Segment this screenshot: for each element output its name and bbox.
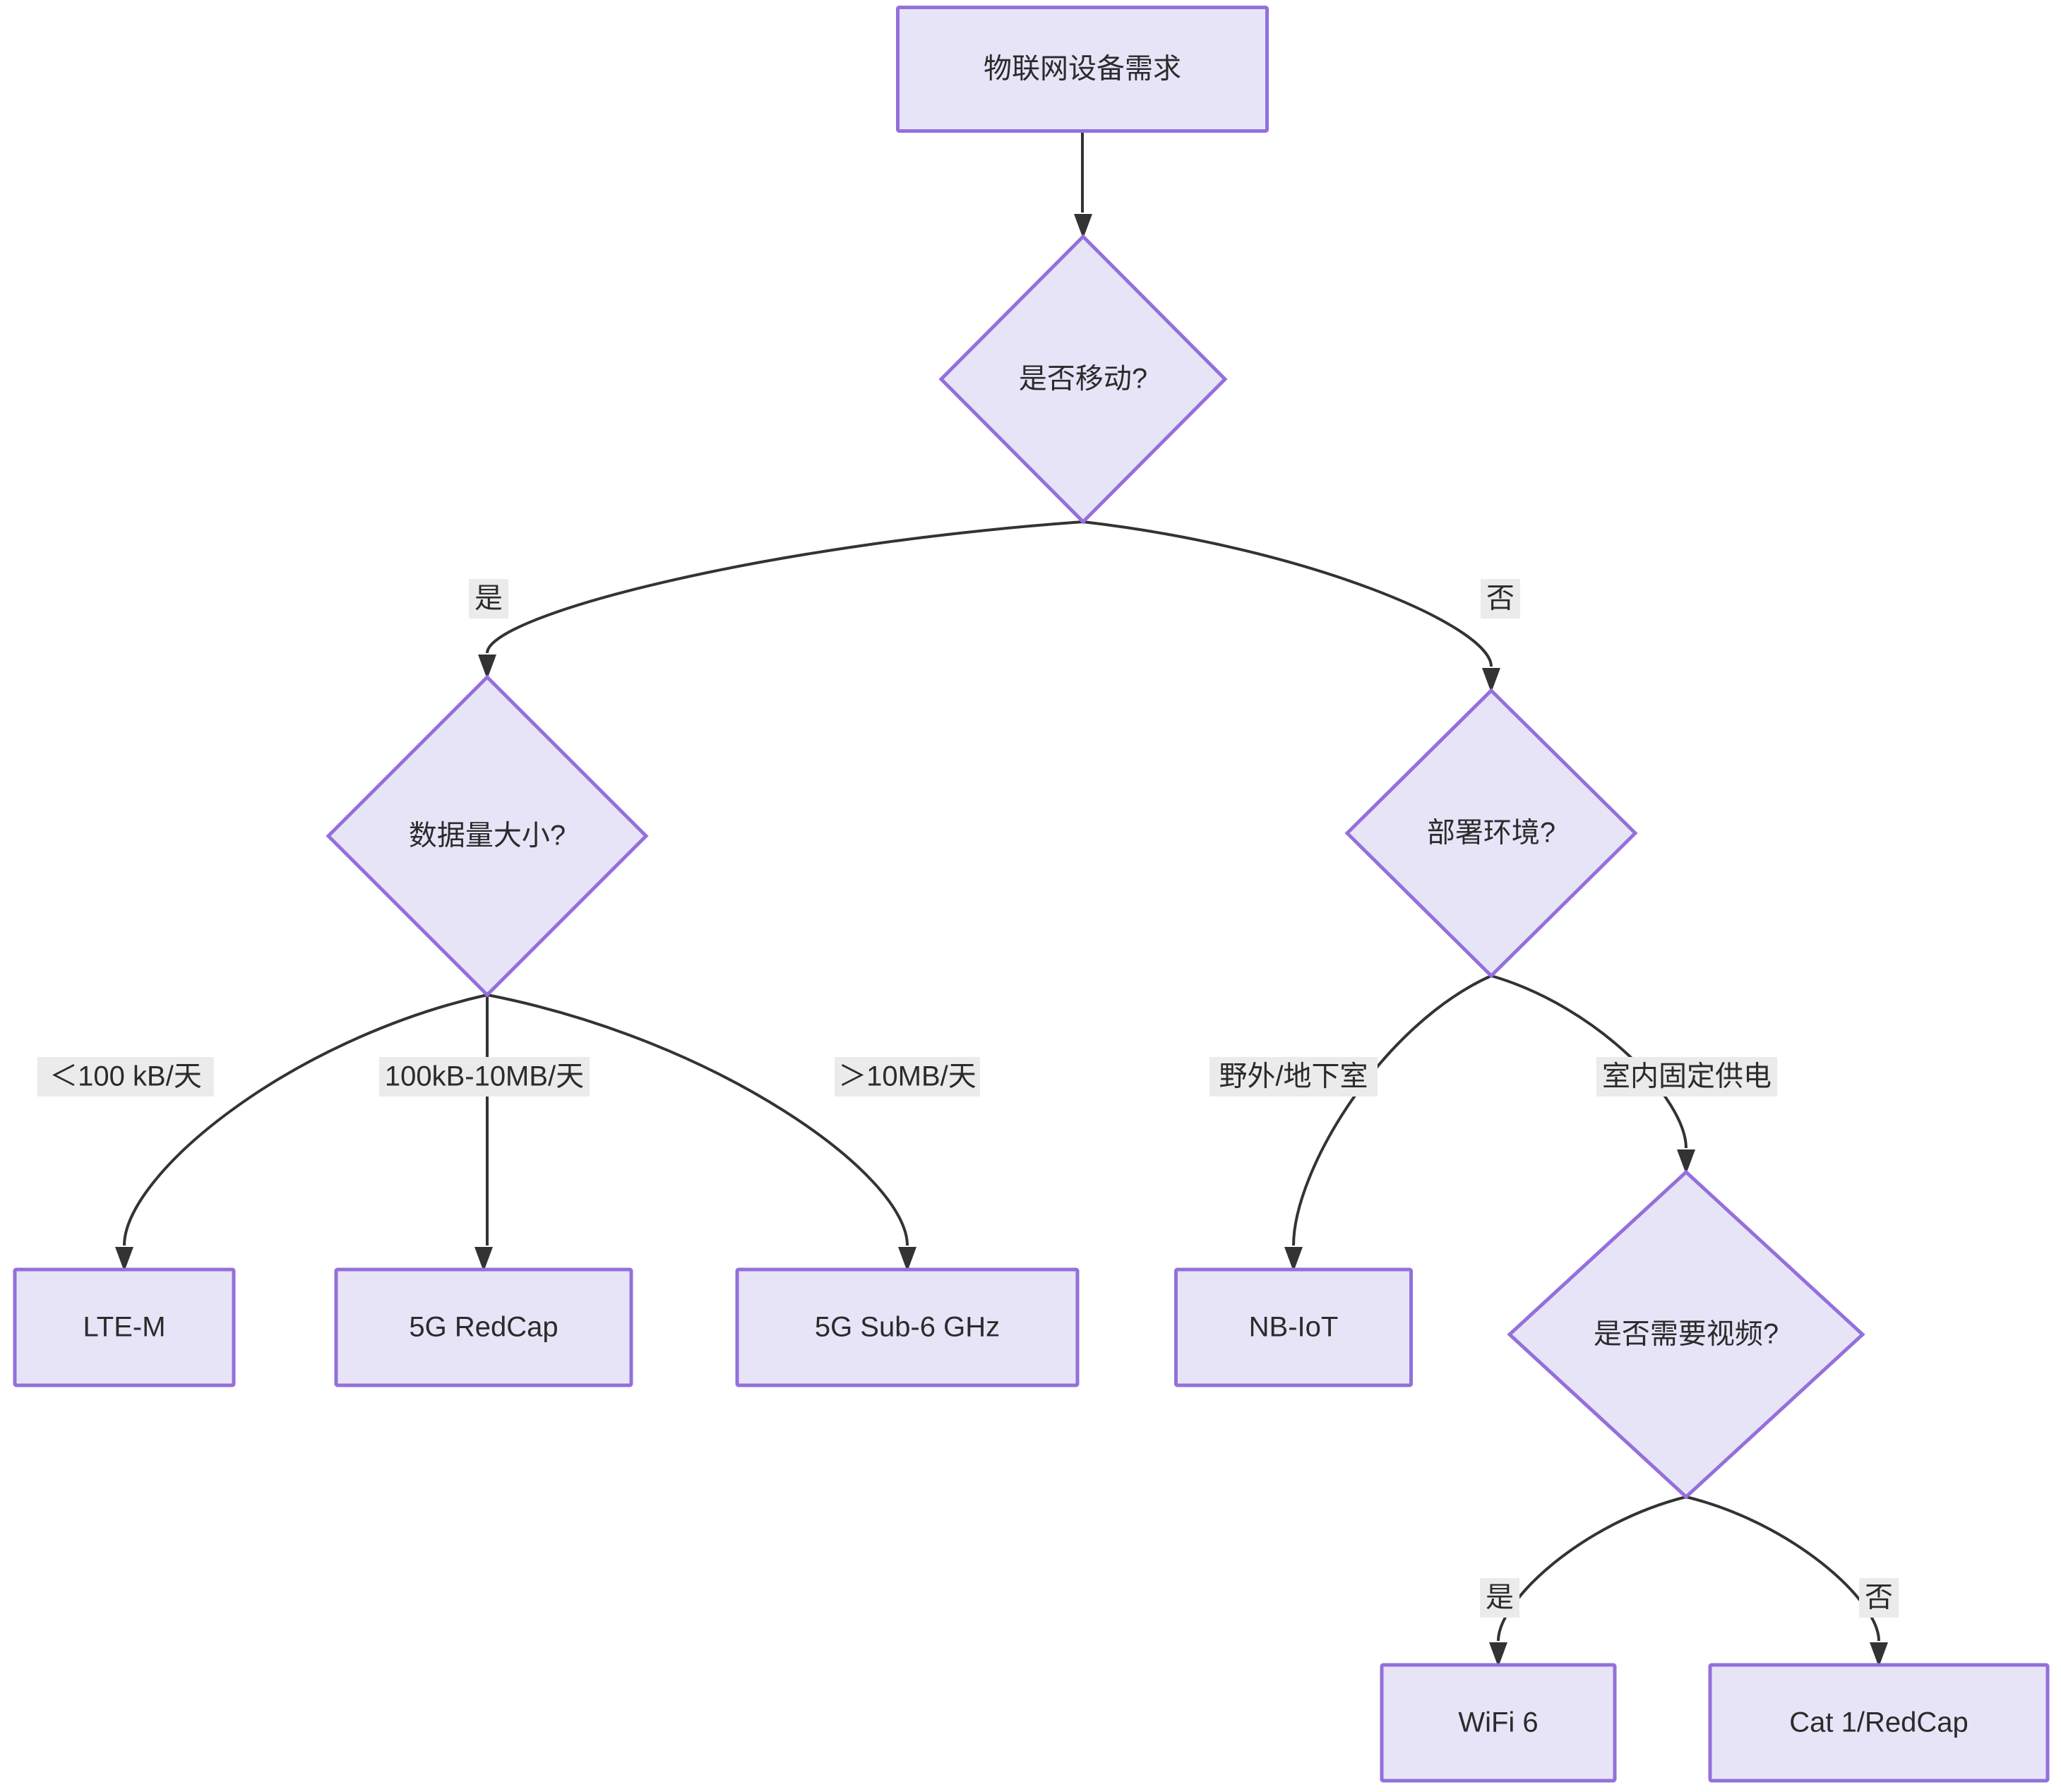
edge-label-background <box>1480 1578 1519 1618</box>
edge-line <box>486 993 909 1246</box>
edge-arrowhead-icon <box>1677 1149 1695 1174</box>
flow-node-wifi6[interactable]: WiFi 6 <box>1380 1663 1617 1783</box>
edge-label-background <box>1859 1578 1899 1618</box>
edge-label-background <box>379 1057 590 1097</box>
edge-label-background <box>835 1057 980 1097</box>
flow-edge <box>1489 1495 1687 1667</box>
flow-node-deploy[interactable]: 部署环境? <box>1344 688 1638 979</box>
edge-label: ＜100 kB/天 <box>37 1057 214 1097</box>
edge-arrowhead-icon <box>1489 1642 1507 1667</box>
flow-edge <box>474 995 493 1272</box>
edge-arrowhead-icon <box>474 1247 493 1272</box>
edge-label: 100kB-10MB/天 <box>379 1057 590 1097</box>
flow-edge <box>1491 974 1695 1174</box>
edge-label: 野外/地下室 <box>1209 1057 1378 1097</box>
process-shape[interactable] <box>13 1267 236 1387</box>
edge-arrowhead-icon <box>1284 1247 1303 1272</box>
edge-line <box>1685 1495 1880 1642</box>
edge-line <box>1292 974 1492 1246</box>
process-shape[interactable] <box>1380 1663 1617 1783</box>
flow-node-datasize[interactable]: 数据量大小? <box>325 674 649 998</box>
flow-edge <box>1284 974 1492 1272</box>
flow-node-ltem[interactable]: LTE-M <box>13 1267 236 1387</box>
decision-shape[interactable] <box>1507 1169 1865 1500</box>
process-shape[interactable] <box>1174 1267 1413 1387</box>
flow-node-root[interactable]: 物联网设备需求 <box>896 6 1269 133</box>
edge-arrowhead-icon <box>1074 214 1092 239</box>
process-shape[interactable] <box>1708 1663 2050 1783</box>
process-shape[interactable] <box>735 1267 1080 1387</box>
edge-label: 否 <box>1481 579 1520 619</box>
edge-label-background <box>1481 579 1520 619</box>
flow-edge <box>1074 131 1092 239</box>
edge-label-background <box>37 1057 214 1097</box>
process-shape[interactable] <box>334 1267 633 1387</box>
flow-edge <box>115 993 488 1272</box>
edge-label: 室内固定供电 <box>1596 1057 1777 1097</box>
edge-arrowhead-icon <box>478 655 496 679</box>
process-shape[interactable] <box>896 6 1269 133</box>
edge-line <box>1497 1495 1687 1642</box>
edge-label: ＞10MB/天 <box>835 1057 980 1097</box>
edge-label-background <box>1596 1057 1777 1097</box>
edge-label: 是 <box>469 579 508 619</box>
edge-label-background <box>1209 1057 1378 1097</box>
edge-arrowhead-icon <box>1870 1642 1888 1667</box>
flow-edge <box>1082 520 1500 693</box>
edge-line <box>486 520 1084 654</box>
edge-label-background <box>469 579 508 619</box>
flow-node-redcap[interactable]: 5G RedCap <box>334 1267 633 1387</box>
decision-shape[interactable] <box>325 674 649 998</box>
flow-node-nbiot[interactable]: NB-IoT <box>1174 1267 1413 1387</box>
flow-node-mobile[interactable]: 是否移动? <box>938 234 1228 525</box>
decision-shape[interactable] <box>1344 688 1638 979</box>
flow-edge <box>486 993 916 1272</box>
flow-edge <box>1685 1495 1888 1667</box>
flow-node-video[interactable]: 是否需要视频? <box>1507 1169 1865 1500</box>
edge-line <box>1082 520 1493 667</box>
edge-arrowhead-icon <box>115 1247 133 1272</box>
flow-node-cat1[interactable]: Cat 1/RedCap <box>1708 1663 2050 1783</box>
edge-arrowhead-icon <box>1482 668 1500 693</box>
decision-shape[interactable] <box>938 234 1228 525</box>
flow-edge <box>478 520 1084 679</box>
edge-label: 否 <box>1859 1578 1899 1618</box>
edge-label: 是 <box>1480 1578 1519 1618</box>
edges-layer <box>115 131 1888 1667</box>
flow-node-sub6[interactable]: 5G Sub-6 GHz <box>735 1267 1080 1387</box>
edge-arrowhead-icon <box>898 1247 916 1272</box>
edge-line <box>123 993 488 1246</box>
edge-line <box>1491 974 1687 1149</box>
